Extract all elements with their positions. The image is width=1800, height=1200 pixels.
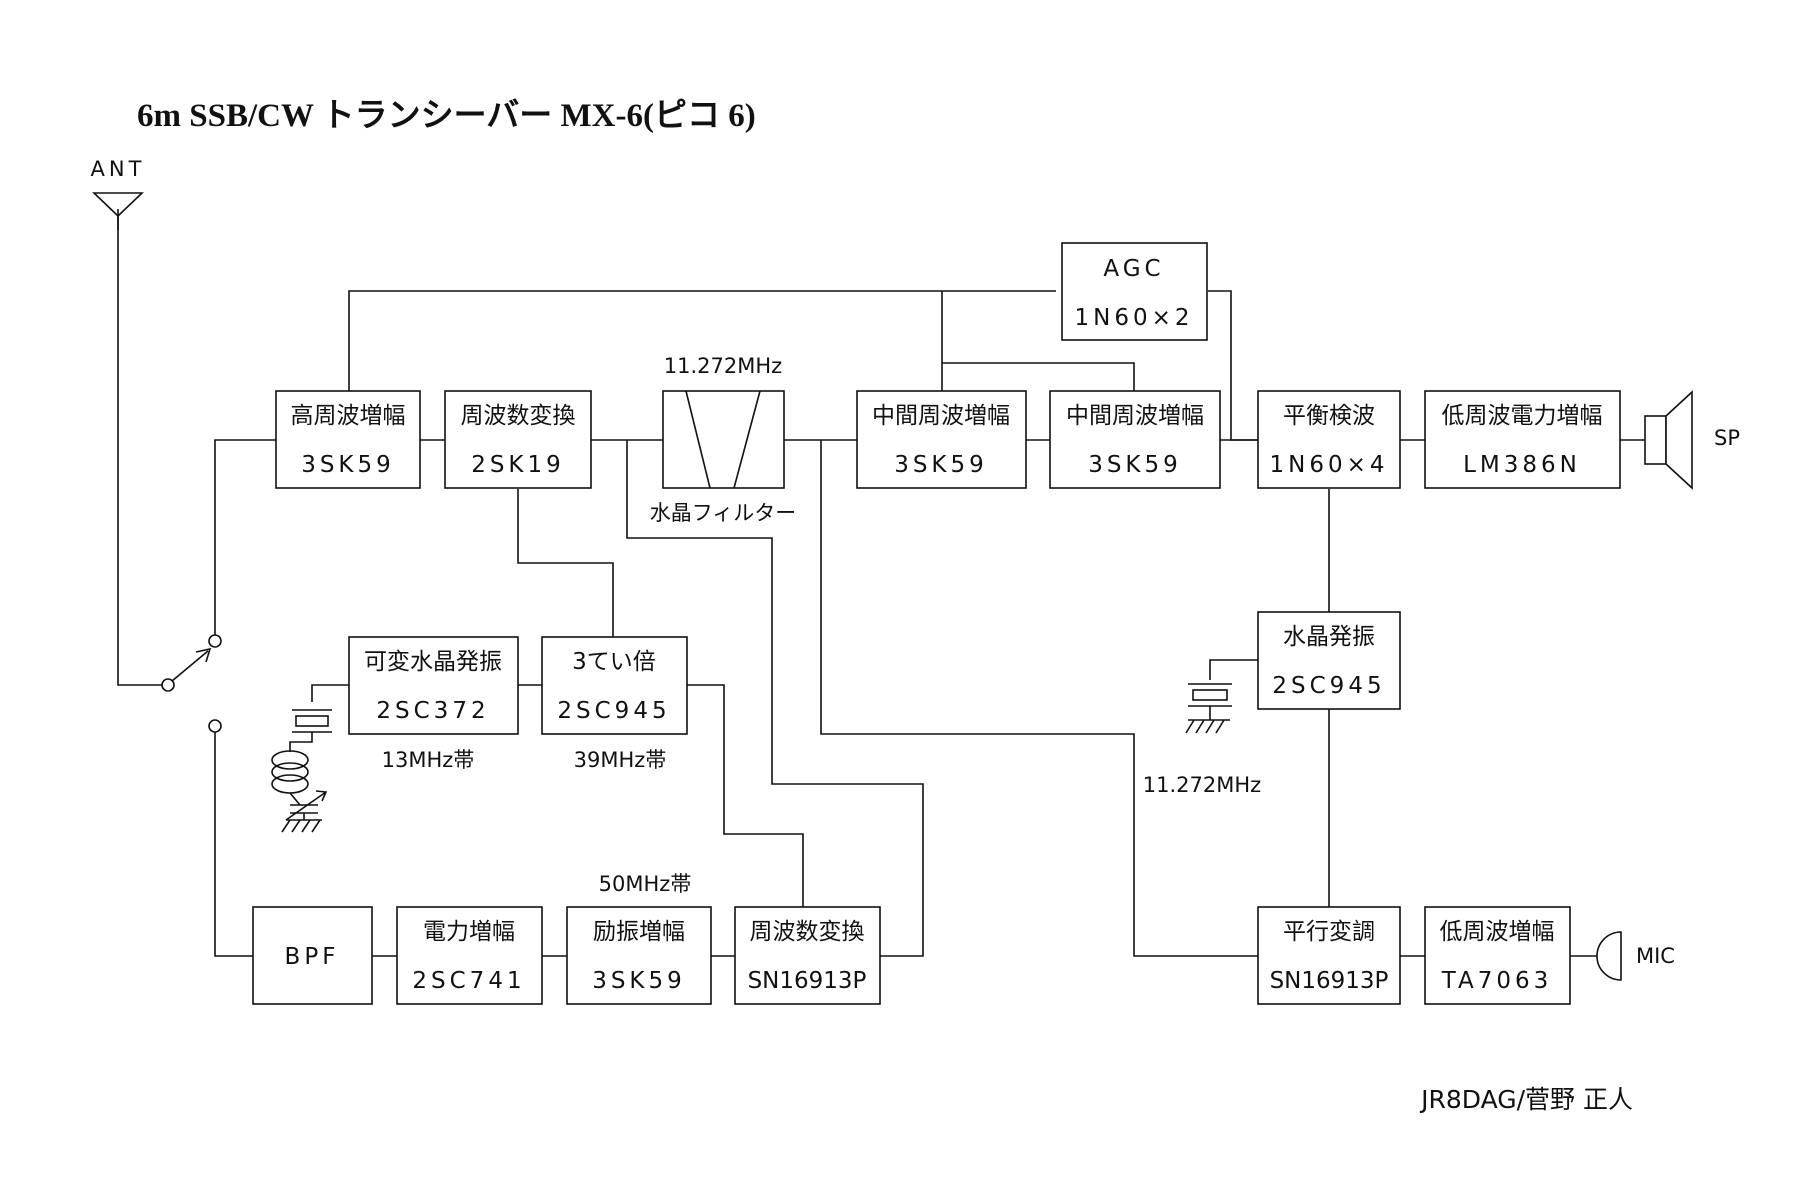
bpf-label: BPF: [285, 944, 340, 970]
author-credit: JR8DAG/菅野 正人: [1419, 1085, 1633, 1114]
carrier-osc-label: 水晶発振: [1283, 624, 1375, 650]
if-amp1-block: 中間周波増幅 3SK59: [856, 390, 1027, 489]
crystal-filter: 11.272MHz 水晶フィルター: [650, 354, 797, 525]
rf-amp-label: 高周波増幅: [291, 403, 406, 429]
if-amp1-label: 中間周波増幅: [872, 403, 1010, 429]
tr-switch-icon: [161, 634, 222, 733]
wire-agc-rf: [348, 290, 1056, 391]
wire-xf-mod: [820, 440, 1258, 957]
vxo-part: 2SC372: [376, 698, 489, 724]
tripler-part: 2SC945: [557, 698, 670, 724]
af-power-block: 低周波電力増幅 LM386N: [1424, 390, 1621, 489]
power-amp-part: 2SC741: [412, 968, 525, 994]
xtal-filter-label: 水晶フィルター: [650, 501, 797, 525]
if-amp2-block: 中間周波増幅 3SK59: [1049, 390, 1221, 489]
vxo-label: 可変水晶発振: [364, 649, 502, 675]
vxo-coil-icon: [271, 750, 309, 806]
balanced-mod-part: SN16913P: [1270, 968, 1389, 994]
if-amp2-label: 中間周波増幅: [1066, 403, 1204, 429]
carrier-osc-block: 水晶発振 2SC945 11.272MHz: [1143, 611, 1401, 797]
wire-tripler-txmix: [687, 684, 804, 907]
agc-label: AGC: [1103, 256, 1164, 282]
vxo-block: 可変水晶発振 2SC372 13MHz帯: [348, 636, 519, 772]
driver-block: 励振増幅 3SK59: [566, 906, 712, 1005]
detector-label: 平衡検波: [1283, 403, 1375, 429]
balanced-mod-block: 平行変調 SN16913P: [1257, 906, 1401, 1005]
carrier-crystal-icon: [1188, 659, 1258, 720]
af-amp-label: 低周波増幅: [1440, 919, 1555, 945]
sp-label: SP: [1714, 426, 1740, 450]
diagram-title: 6m SSB/CW トランシーバー MX-6(ピコ 6): [137, 98, 756, 134]
af-amp-block: 低周波増幅 TA7063: [1424, 906, 1571, 1005]
vxo-crystal-icon: [289, 684, 349, 752]
wire-agc-if2: [942, 362, 1135, 391]
af-power-part: LM386N: [1463, 452, 1581, 478]
rf-amp-block: 高周波増幅 3SK59: [275, 390, 421, 489]
microphone-icon: MIC: [1596, 931, 1675, 981]
power-amp-label: 電力増幅: [423, 919, 515, 945]
wire-xf-txmix: [626, 440, 924, 957]
rx-mixer-block: 周波数変換 2SK19: [444, 390, 592, 489]
bpf-block: BPF: [252, 906, 373, 1005]
rx-mixer-part: 2SK19: [471, 452, 565, 478]
driver-label: 励振増幅: [593, 919, 685, 945]
speaker-icon: SP: [1644, 390, 1740, 490]
wire-mix-tripler: [517, 489, 614, 637]
tx-mixer-part: SN16913P: [748, 968, 867, 994]
power-amp-block: 電力増幅 2SC741: [396, 906, 543, 1005]
wires: [117, 209, 1645, 957]
wire-ant-sw: [117, 209, 168, 686]
if-amp2-part: 3SK59: [1088, 452, 1182, 478]
vxo-band: 13MHz帯: [382, 748, 475, 772]
if-amp1-part: 3SK59: [894, 452, 988, 478]
af-amp-part: TA7063: [1441, 968, 1553, 994]
carrier-osc-part: 2SC945: [1272, 673, 1385, 699]
xtal-filter-frequency: 11.272MHz: [664, 354, 782, 378]
agc-block: AGC 1N60×2: [1061, 242, 1208, 341]
antenna-icon: ANT: [91, 157, 146, 230]
tx-band: 50MHz帯: [599, 872, 692, 896]
tripler-label: 3てい倍: [572, 649, 656, 675]
tripler-band: 39MHz帯: [574, 748, 667, 772]
driver-part: 3SK59: [592, 968, 686, 994]
detector-part: 1N60×4: [1269, 452, 1388, 478]
wire-sw-bpf: [214, 731, 253, 957]
rx-mixer-label: 周波数変換: [461, 403, 576, 429]
carrier-frequency: 11.272MHz: [1143, 773, 1261, 797]
agc-part: 1N60×2: [1074, 305, 1193, 331]
carrier-ground-icon: [1185, 719, 1230, 734]
af-power-label: 低周波電力増幅: [1442, 403, 1603, 429]
tx-mixer-label: 周波数変換: [750, 919, 865, 945]
ground-icon: [281, 819, 322, 833]
trimmer-capacitor-icon: [285, 790, 328, 821]
rf-amp-part: 3SK59: [301, 452, 395, 478]
mic-label: MIC: [1636, 944, 1675, 968]
ant-label: ANT: [91, 157, 146, 181]
tx-mixer-block: 周波数変換 SN16913P: [734, 906, 881, 1005]
tripler-block: 3てい倍 2SC945 39MHz帯: [541, 636, 688, 772]
balanced-mod-label: 平行変調: [1283, 919, 1375, 945]
detector-block: 平衡検波 1N60×4: [1257, 390, 1401, 489]
wire-sw-rf: [214, 439, 276, 641]
